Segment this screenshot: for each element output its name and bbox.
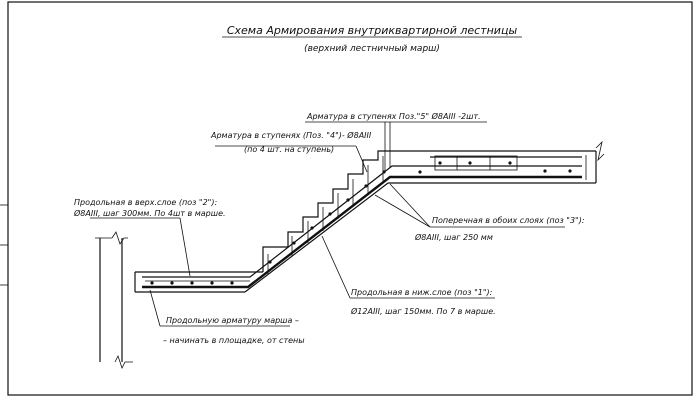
callout-step-rebar-pos5: Арматура в ступенях Поз."5" Ø8AIII -2шт. — [306, 111, 481, 121]
callout-transverse: Поперечная в обоих слоях (поз "3"): — [432, 216, 585, 225]
wall-section — [95, 231, 133, 370]
callout-step-rebar-pos4: Арматура в ступенях (Поз. "4")- Ø8AIII — [210, 130, 372, 140]
diagram-subtitle: (верхний лестничный марш) — [304, 44, 440, 54]
callout-upper-longitudinal: Продольная в верх.слое (поз "2"): — [74, 198, 217, 207]
landing-cage — [434, 155, 518, 171]
callout-start-note: Продольную арматуру марша – — [166, 316, 299, 325]
leader-lines — [90, 121, 565, 327]
callout-step-rebar-pos4-count: (по 4 шт. на ступень) — [244, 145, 334, 154]
callout-upper-longitudinal-spec: Ø8AIII, шаг 300мм. По 4шт в марше. — [73, 208, 226, 218]
reinforcement-bars — [142, 155, 582, 289]
callout-lower-longitudinal-spec: Ø12AIII, шаг 150мм. По 7 в марше. — [350, 306, 496, 316]
upper-longitudinal-bar — [142, 165, 582, 278]
sheet-border — [7, 1, 693, 396]
callout-start-note-detail: – начинать в площадке, от стены — [163, 336, 305, 345]
callout-transverse-spec: Ø8AIII, шаг 250 мм — [414, 232, 493, 242]
stair-concrete-outline — [134, 140, 605, 293]
transverse-bar-dots — [150, 161, 572, 285]
callout-lower-longitudinal: Продольная в ниж.слое (поз "1"): — [351, 288, 493, 297]
diagram-title: Схема Армирования внутриквартирной лестн… — [227, 24, 518, 37]
lower-longitudinal-bar — [142, 175, 582, 289]
